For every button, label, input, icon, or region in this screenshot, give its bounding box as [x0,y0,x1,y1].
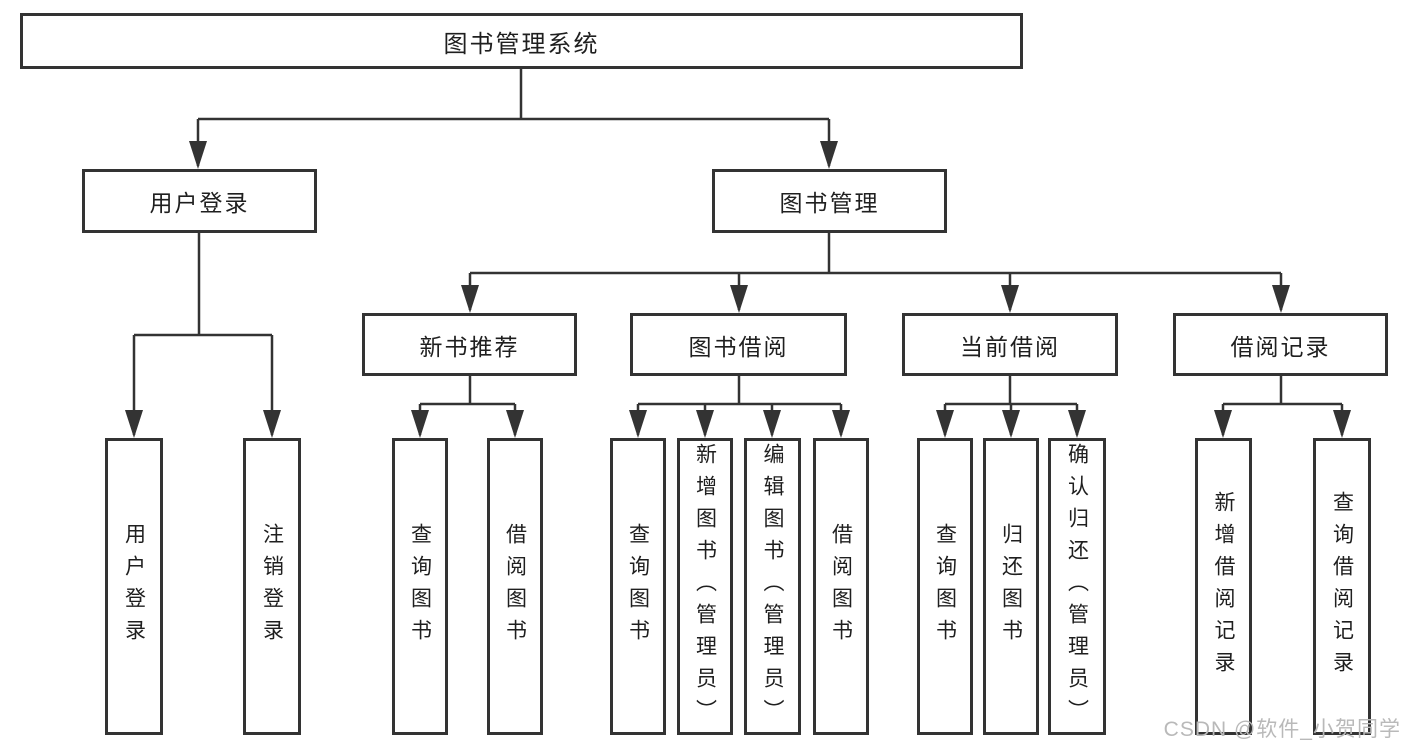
leaf-user-login: 用户登录 [105,438,163,735]
node-user-login: 用户登录 [82,169,317,233]
node-current-borrow: 当前借阅 [902,313,1118,376]
leaf-borrow-books-recommend: 借阅图书 [487,438,543,735]
node-new-book-recommend: 新书推荐 [362,313,577,376]
leaf-query-books-borrow: 查询图书 [610,438,666,735]
leaf-add-borrow-record: 新增借阅记录 [1195,438,1252,735]
leaf-query-borrow-record: 查询借阅记录 [1313,438,1371,735]
node-borrow-records: 借阅记录 [1173,313,1388,376]
leaf-borrow-books: 借阅图书 [813,438,869,735]
leaf-query-books-recommend: 查询图书 [392,438,448,735]
node-book-management: 图书管理 [712,169,947,233]
arrowhead-icons [125,141,1351,438]
node-book-borrow: 图书借阅 [630,313,847,376]
leaf-query-books-current: 查询图书 [917,438,973,735]
leaf-logout: 注销登录 [243,438,301,735]
leaf-confirm-return-admin: 确认归还（管理员） [1048,438,1106,735]
leaf-edit-book-admin: 编辑图书（管理员） [744,438,801,735]
csdn-watermark: CSDN @软件_小贺同学 [1163,718,1401,741]
leaf-return-book: 归还图书 [983,438,1039,735]
leaf-add-book-admin: 新增图书（管理员） [677,438,733,735]
node-library-management-system: 图书管理系统 [20,13,1023,69]
